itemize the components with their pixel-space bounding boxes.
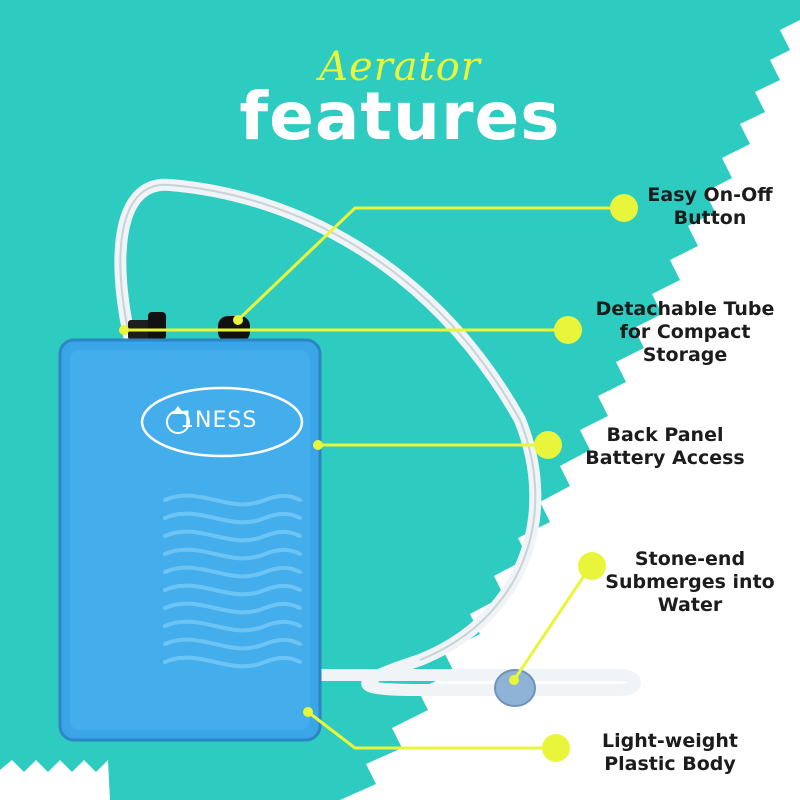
- white-corner: [0, 760, 110, 800]
- feature-detachable-tube: Detachable Tube for Compact Storage: [590, 298, 780, 367]
- feature-line: Stone-end: [634, 548, 746, 570]
- feature-battery-access: Back Panel Battery Access: [570, 424, 760, 470]
- feature-on-off-button: Easy On-Off Button: [640, 184, 780, 230]
- brand-logo-text: 1NESS: [180, 408, 258, 433]
- aerator-device: [58, 312, 322, 742]
- feature-line: Battery Access: [585, 447, 745, 469]
- feature-line: for Compact: [619, 321, 751, 343]
- air-stone: [494, 669, 536, 707]
- feature-line: Storage: [642, 344, 728, 366]
- feature-line: Back Panel: [606, 424, 724, 446]
- title-script: Aerator: [319, 44, 481, 90]
- feature-stone-end: Stone-end Submerges into Water: [605, 548, 775, 617]
- feature-line: Submerges into: [605, 571, 775, 593]
- feature-line: Detachable Tube: [595, 298, 775, 320]
- feature-light-weight: Light-weight Plastic Body: [580, 730, 760, 776]
- feature-line: Button: [673, 207, 747, 229]
- page-title: features: [239, 78, 561, 155]
- feature-line: Easy On-Off: [647, 184, 773, 206]
- callout-dots: [119, 194, 638, 762]
- feature-line: Light-weight: [602, 730, 738, 752]
- feature-line: Water: [657, 594, 723, 616]
- feature-line: Plastic Body: [604, 753, 736, 775]
- callout-lines: [124, 206, 622, 750]
